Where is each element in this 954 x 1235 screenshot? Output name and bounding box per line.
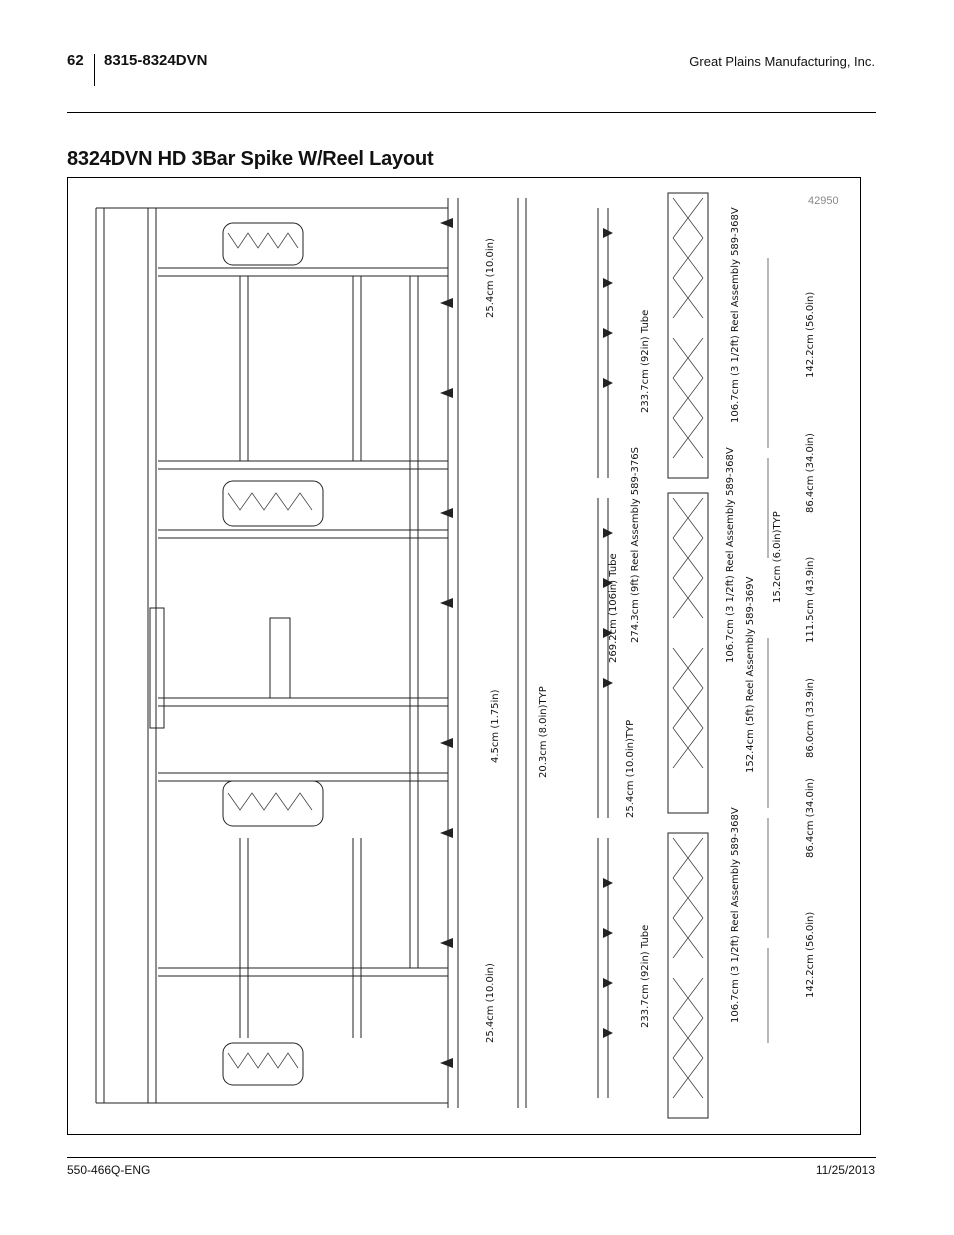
- revision-date: 11/25/2013: [815, 1163, 875, 1177]
- company-name: Great Plains Manufacturing, Inc.: [689, 54, 875, 69]
- dimension-label: 269.2cm (106in) Tube: [608, 553, 619, 663]
- page-number: 62: [67, 52, 84, 69]
- dimension-label: 20.3cm (8.0in)TYP: [538, 686, 549, 778]
- dimension-label: 25.4cm (10.0in): [485, 238, 496, 318]
- dimension-label: 233.7cm (92in) Tube: [640, 310, 651, 413]
- dimension-label: 25.4cm (10.0in)TYP: [625, 720, 636, 818]
- dimension-label: 86.4cm (34.0in): [805, 433, 816, 513]
- dimension-label: 152.4cm (5ft) Reel Assembly 589-369V: [745, 576, 756, 773]
- dimension-label: 106.7cm (3 1/2ft) Reel Assembly 589-368V: [730, 207, 741, 423]
- document-number: 550-466Q-ENG: [67, 1163, 151, 1177]
- header-divider: [94, 54, 95, 86]
- dimension-label: 111.5cm (43.9in): [805, 557, 816, 643]
- page-title: 8324DVN HD 3Bar Spike W/Reel Layout: [67, 148, 434, 170]
- dimension-label: 233.7cm (92in) Tube: [640, 925, 651, 1028]
- header-rule: [67, 112, 876, 113]
- figure-number: 42950: [808, 195, 839, 207]
- dimension-label: 86.0cm (33.9in): [805, 678, 816, 758]
- dimension-label: 106.7cm (3 1/2ft) Reel Assembly 589-368V: [725, 447, 736, 663]
- dimension-label: 106.7cm (3 1/2ft) Reel Assembly 589-368V: [730, 807, 741, 1023]
- dimension-label: 25.4cm (10.0in): [485, 963, 496, 1043]
- dimension-label: 86.4cm (34.0in): [805, 778, 816, 858]
- footer-rule: [67, 1157, 876, 1158]
- dimension-label: 142.2cm (56.0in): [805, 912, 816, 998]
- model-number: 8315-8324DVN: [104, 52, 208, 69]
- dimension-label: 274.3cm (9ft) Reel Assembly 589-376S: [630, 447, 641, 643]
- dimension-label: 4.5cm (1.75in): [490, 689, 501, 763]
- dimension-label: 142.2cm (56.0in): [805, 292, 816, 378]
- dimension-label: 15.2cm (6.0in)TYP: [772, 511, 783, 603]
- layout-drawing: 42950 25.4cm (10.0in) 233.7cm (92in) Tub…: [67, 177, 861, 1135]
